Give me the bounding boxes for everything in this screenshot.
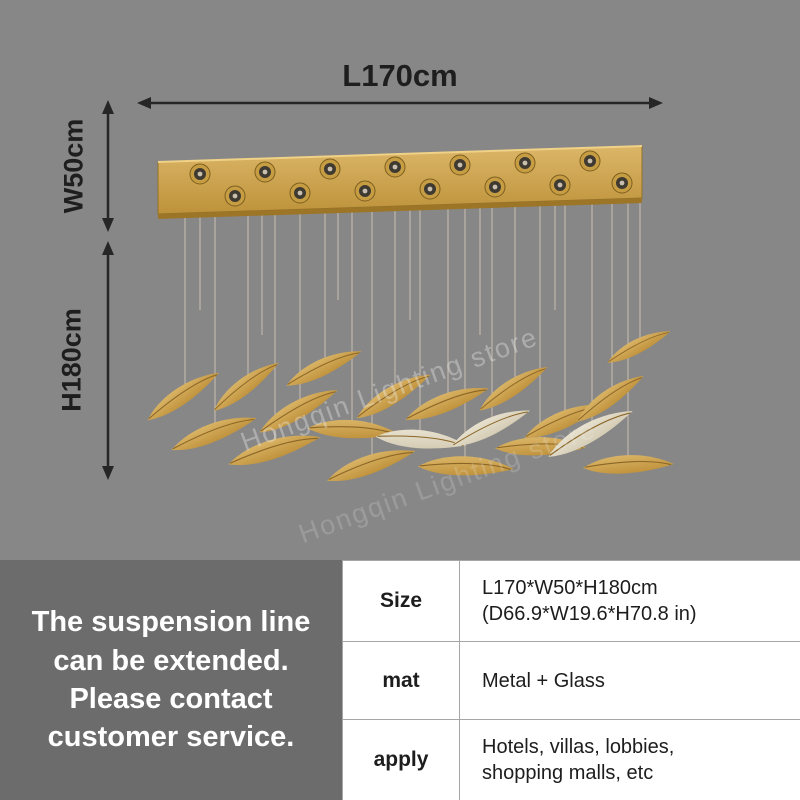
width-dimension-label: W50cm	[58, 118, 89, 214]
width-arrow	[102, 100, 114, 232]
spec-value-apply: Hotels, villas, lobbies, shopping malls,…	[460, 720, 800, 800]
suspension-notice: The suspension line can be extended. Ple…	[31, 606, 311, 754]
spotlights	[189, 150, 633, 207]
spec-label-material: mat	[343, 642, 459, 719]
spec-value-material: Metal + Glass	[460, 642, 800, 719]
chandelier-illustration	[102, 97, 676, 487]
spec-label-size: Size	[343, 561, 459, 641]
length-arrow	[137, 97, 663, 109]
height-arrow	[102, 241, 114, 480]
length-dimension-label: L170cm	[342, 58, 458, 93]
suspension-cables	[184, 198, 641, 472]
spec-table: Size L170*W50*H180cm (D66.9*W19.6*H70.8 …	[342, 560, 800, 800]
spec-value-size: L170*W50*H180cm (D66.9*W19.6*H70.8 in)	[460, 561, 800, 641]
spec-label-apply: apply	[343, 720, 459, 800]
info-panel: The suspension line can be extended. Ple…	[0, 560, 800, 800]
height-dimension-label: H180cm	[56, 308, 87, 412]
glass-feathers	[139, 327, 676, 487]
